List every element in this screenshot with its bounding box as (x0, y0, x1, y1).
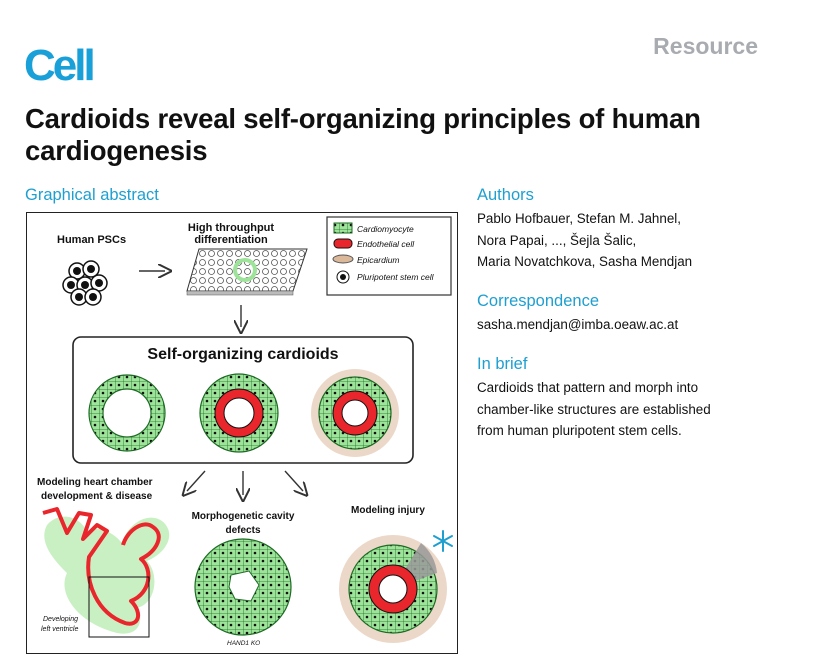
in-brief-line: chamber-like structures are established (477, 401, 711, 417)
chamber-label-1: Modeling heart chamber (37, 477, 153, 488)
article-type: Resource (653, 33, 758, 59)
legend-label: Cardiomyocyte (357, 224, 414, 234)
authors-line: Pablo Hofbauer, Stefan M. Jahnel, (477, 211, 681, 226)
developing-heart (42, 507, 170, 638)
cardioid-epicardium (311, 369, 399, 457)
legend-label: Pluripotent stem cell (357, 272, 435, 282)
cavity-label-1: Morphogenetic cavity (192, 511, 295, 522)
legend-label: Endothelial cell (357, 239, 415, 249)
legend-label: Epicardium (357, 255, 400, 265)
arrow-injury (284, 470, 303, 491)
injury-label: Modeling injury (351, 505, 425, 516)
self-organizing-title: Self-organizing cardioids (147, 346, 338, 363)
authors-line: Nora Papai, ..., Šejla Šalic, (477, 232, 637, 248)
graphical-abstract-heading: Graphical abstract (25, 186, 159, 204)
injured-cardioid (339, 535, 447, 643)
in-brief-heading: In brief (477, 355, 528, 373)
legend: Cardiomyocyte Endothelial cell Epicardiu… (326, 216, 452, 296)
cardiomyocyte-icon (333, 222, 353, 234)
graphical-abstract: Human PSCs High throughput differentiati… (26, 212, 458, 654)
authors-heading: Authors (477, 186, 534, 204)
epicardium-icon (332, 254, 354, 264)
developing-label-1: Developing (43, 616, 78, 623)
journal-logo: Cell (24, 41, 96, 90)
stem-cell-cluster (62, 260, 108, 306)
chamber-label-2: development & disease (41, 491, 153, 502)
ko-label: HAND1 KO (227, 640, 260, 647)
developing-label-2: left ventricle (41, 626, 78, 633)
differentiation-label-1: High throughput (188, 222, 274, 234)
cavity-defect-cardioid (194, 538, 292, 636)
authors-line: Maria Novatchkova, Sasha Mendjan (477, 254, 693, 269)
psc-label: Human PSCs (57, 234, 126, 246)
endothelial-cell-icon (333, 238, 353, 249)
article-title: Cardioids reveal self-organizing princip… (25, 103, 701, 166)
correspondence-email[interactable]: sasha.mendjan@imba.oeaw.ac.at (477, 317, 679, 332)
cavity-label-2: defects (225, 525, 260, 536)
cardioid-myocardium (88, 374, 166, 452)
cardioid-endocardium (199, 373, 279, 453)
differentiation-label-2: differentiation (194, 234, 268, 246)
in-brief-line: from human pluripotent stem cells. (477, 423, 682, 438)
arrow-chamber (187, 470, 206, 491)
snowflake-icon (433, 530, 453, 552)
well-plate (186, 248, 308, 296)
correspondence-heading: Correspondence (477, 292, 599, 310)
in-brief-line: Cardioids that pattern and morph into (477, 380, 699, 395)
